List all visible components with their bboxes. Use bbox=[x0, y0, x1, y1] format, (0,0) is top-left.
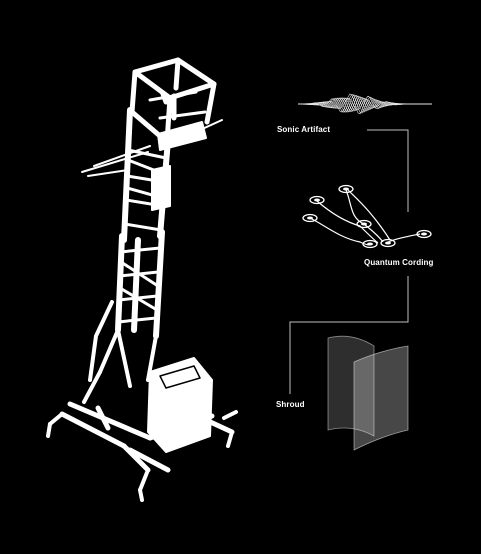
label-quantum-cording: Quantum Cording bbox=[364, 258, 434, 267]
quantum-cords bbox=[309, 189, 421, 246]
quantum-node-core bbox=[421, 232, 427, 236]
quantum-node-core bbox=[361, 222, 367, 226]
tower-engine-inner bbox=[159, 365, 201, 389]
quantum-node-icon bbox=[338, 184, 354, 194]
tower-top-cage bbox=[129, 57, 217, 145]
sonic-wave-strand bbox=[297, 93, 432, 115]
quantum-node-icon bbox=[362, 239, 378, 249]
quantum-node-core bbox=[367, 242, 373, 246]
quantum-cording-icon bbox=[302, 184, 432, 249]
tower-base-frame bbox=[59, 401, 235, 473]
quantum-node-icon bbox=[309, 195, 325, 205]
quantum-node-core bbox=[307, 216, 313, 220]
connector-cording-to-shroud bbox=[289, 276, 409, 394]
label-shroud: Shroud bbox=[276, 400, 305, 409]
sonic-waveform-icon bbox=[297, 93, 432, 115]
quantum-node-icon bbox=[302, 213, 318, 223]
shroud-back-panel bbox=[327, 335, 375, 437]
tower-engine-box bbox=[147, 357, 213, 453]
quantum-node-icon bbox=[356, 219, 372, 229]
lift-tower-illustration bbox=[46, 57, 238, 502]
quantum-node-icon bbox=[380, 238, 396, 248]
tower-lower-rungs bbox=[116, 246, 162, 324]
quantum-node-core bbox=[343, 187, 349, 191]
shroud-panel-icon bbox=[327, 335, 409, 451]
connector-lines bbox=[289, 129, 409, 394]
shroud-front-panel bbox=[353, 345, 409, 451]
tower-outriggers bbox=[46, 410, 238, 502]
quantum-nodes bbox=[302, 184, 432, 249]
label-sonic-artifact: Sonic Artifact bbox=[277, 125, 331, 134]
quantum-node-core bbox=[314, 198, 320, 202]
tower-bracing bbox=[82, 300, 158, 404]
tower-mast-block bbox=[151, 165, 171, 211]
quantum-node-core bbox=[385, 241, 391, 245]
tower-side-rails bbox=[81, 119, 223, 177]
quantum-node-icon bbox=[416, 229, 432, 239]
connector-sonic-to-cording bbox=[367, 129, 409, 212]
